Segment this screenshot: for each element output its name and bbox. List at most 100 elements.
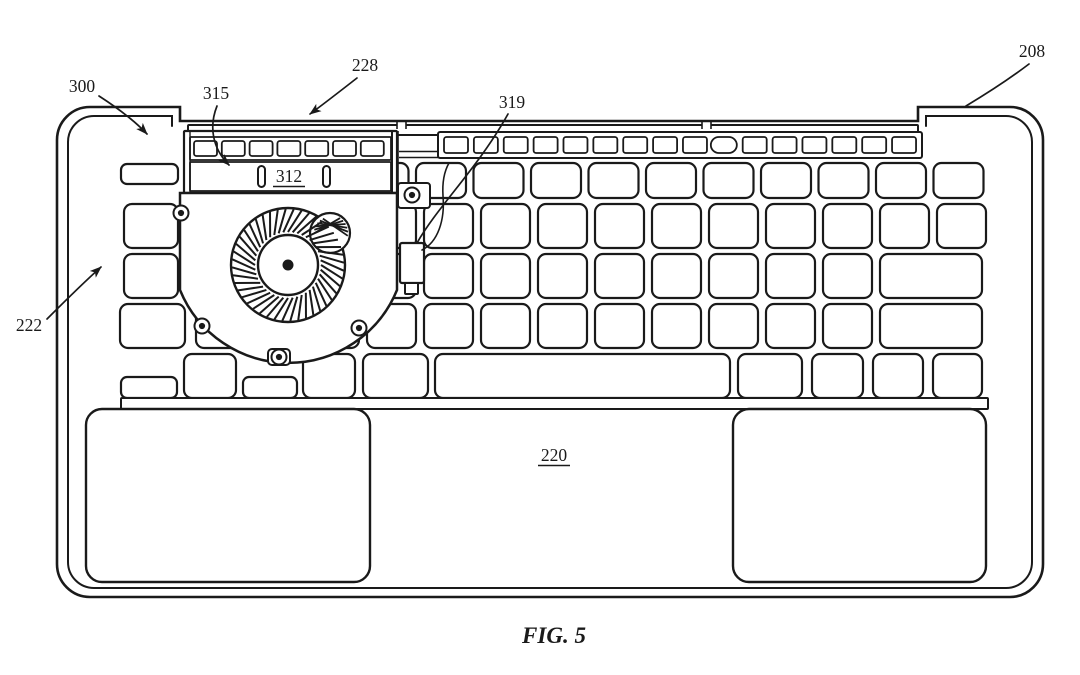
- keyboard-key: [759, 161, 813, 200]
- hinge-notch: [397, 122, 406, 129]
- function-key: [622, 136, 649, 154]
- fan-blade: [317, 278, 333, 301]
- fan-blade: [319, 254, 345, 264]
- function-key: [831, 136, 858, 154]
- case-outer-outline: [55, 105, 1045, 599]
- keyboard-key: [119, 162, 180, 186]
- ref-label-319: 319: [499, 92, 526, 112]
- figure-caption: FIG. 5: [521, 623, 586, 648]
- keyboard-key: [932, 161, 985, 200]
- keyboard-key: [707, 302, 760, 350]
- vent-key: [220, 140, 246, 157]
- fan-blade: [320, 264, 343, 280]
- screw-dot: [408, 191, 416, 199]
- fan-blade: [297, 294, 303, 321]
- fan-blade: [254, 218, 265, 244]
- fan-connector-stem: [404, 282, 419, 295]
- keyboard-key: [707, 252, 760, 300]
- palmrest-strip: [120, 397, 989, 410]
- keyboard-key: [241, 375, 299, 400]
- fan-blade: [277, 208, 287, 234]
- fan-blade: [252, 294, 275, 310]
- fan-blade: [233, 250, 256, 266]
- keyboard-key: [810, 352, 865, 400]
- keyboard-key: [764, 202, 817, 250]
- palmrest-left: [84, 407, 372, 584]
- vent-key: [248, 140, 274, 157]
- ref-label-300: 300: [69, 76, 96, 96]
- fan-blade: [281, 297, 294, 322]
- keyboard-key: [422, 202, 475, 250]
- keyboard-key: [361, 352, 430, 400]
- fan-blade: [273, 209, 279, 236]
- fan-blade: [266, 297, 285, 318]
- keyboard-key: [702, 161, 755, 200]
- keyboard-key: [587, 161, 640, 200]
- fan-blade: [314, 282, 328, 307]
- keyboard-key: [536, 252, 589, 300]
- keyboard-key: [736, 352, 804, 400]
- ref-label-222: 222: [16, 315, 42, 335]
- keyboard-key: [821, 202, 874, 250]
- vent-key: [304, 140, 330, 157]
- fan-blade: [238, 236, 258, 257]
- keyboard-key: [650, 302, 703, 350]
- fan-blade: [282, 208, 295, 233]
- keyboard-key: [931, 352, 984, 400]
- leader-222: [46, 266, 102, 320]
- function-key-pill: [709, 136, 738, 154]
- function-key-strip: [437, 131, 923, 159]
- fan-blade: [241, 288, 267, 299]
- keyboard-key: [878, 202, 931, 250]
- fan-blade: [235, 243, 256, 262]
- palmrest-right: [731, 407, 988, 584]
- keyboard-key: [479, 252, 532, 300]
- function-key: [652, 136, 678, 154]
- fan-blade: [273, 297, 289, 320]
- vent-key: [276, 140, 302, 157]
- keyboard-key: [821, 302, 874, 350]
- screw-dot: [198, 322, 206, 330]
- function-key: [741, 136, 768, 154]
- fan-blade: [289, 296, 299, 322]
- keyboard-key: [593, 202, 646, 250]
- ref-label-208: 208: [1019, 41, 1046, 61]
- vent-key: [359, 140, 385, 157]
- keyboard-key: [422, 302, 475, 350]
- keyboard-key: [122, 252, 180, 300]
- keyboard-key: [707, 202, 760, 250]
- fan-blade: [261, 214, 268, 241]
- fan-blade: [231, 266, 257, 276]
- ref-label-315: 315: [203, 83, 230, 103]
- keyboard-key: [593, 302, 646, 350]
- keyboard-key-wide: [878, 252, 984, 300]
- keyboard-key: [764, 252, 817, 300]
- keyboard-key: [821, 252, 874, 300]
- leader-315: [211, 105, 230, 166]
- fan-blade: [243, 229, 259, 252]
- keyboard-key: [935, 202, 988, 250]
- keyboard-key: [764, 302, 817, 350]
- fan-blade: [248, 223, 262, 248]
- leader-228: [309, 77, 358, 115]
- function-key: [891, 136, 917, 154]
- function-key: [592, 136, 619, 154]
- screw-dot: [275, 353, 283, 361]
- leader-300: [98, 95, 148, 135]
- function-key: [443, 136, 469, 154]
- fan-lobe-hatch: [322, 217, 349, 237]
- fan-cable: [421, 162, 450, 251]
- keyboard-key: [871, 352, 925, 400]
- vent-key: [193, 140, 218, 157]
- keyboard-key: [118, 302, 187, 350]
- keyboard-key: [479, 202, 532, 250]
- fan-blade: [312, 238, 339, 245]
- fan-blade: [259, 295, 280, 315]
- fan-blade: [287, 210, 303, 233]
- keyboard-key: [529, 161, 583, 200]
- keyboard-key: [536, 202, 589, 250]
- drawing-layer: [46, 63, 1045, 599]
- fan-blade: [232, 274, 259, 280]
